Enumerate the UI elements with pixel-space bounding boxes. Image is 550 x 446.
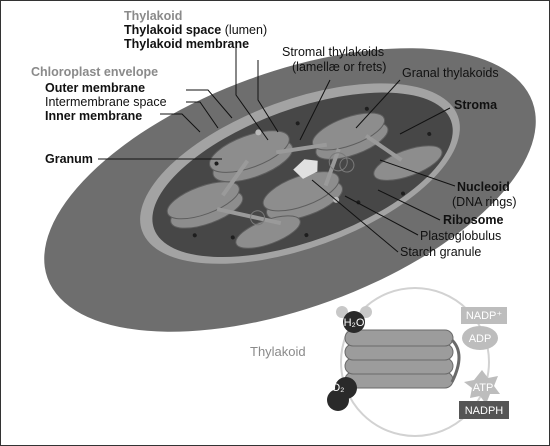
thylakoid-inset: Thylakoid H₂O O₂ NADP⁺ ADP [250,287,509,437]
thylakoid-membrane-label: Thylakoid membrane [124,37,249,51]
o2-label: O₂ [332,382,345,394]
ribosome-dot [427,131,432,136]
nadp-label: NADP⁺ [466,310,503,322]
inset-cycle-ring [340,287,490,437]
granal-thylakoids-label: Granal thylakoids [402,66,499,80]
granum-2 [166,181,240,220]
leader-stroma [399,107,451,135]
leader-outer-membrane [186,89,233,119]
intermembrane-space-label: Intermembrane space [45,95,167,109]
lamella-1 [221,159,250,197]
leader-nucleoid [379,159,456,187]
leader-ribosome [377,189,441,221]
h2o-molecule: H₂O [336,306,372,333]
h2o-hydrogen [360,306,372,318]
o2-molecule: O₂ [327,377,357,411]
granum-8 [311,112,386,151]
lamella-2 [276,142,328,155]
plastoglobulus-label: Plastoglobulus [420,229,501,243]
leader-inner-membrane [160,113,201,133]
inner-membrane-label: Inner membrane [45,109,142,123]
dna-ring-3 [250,210,266,226]
granum-9 [373,145,443,181]
leader-starch-granule [311,179,399,253]
dna-rings-label: (DNA rings) [452,195,517,209]
atp-star [464,370,500,404]
ribosome-dot [214,161,219,166]
envelope-header-label: Chloroplast envelope [31,65,158,79]
granum-6 [262,171,340,212]
nucleoid-rings [250,152,355,226]
leader-stromal-thylakoids [299,79,331,141]
stroma-label: Stroma [454,98,498,112]
dna-ring-2 [339,157,355,173]
stromal-thylakoids-label: Stromal thylakoids [282,45,384,59]
h2o-label: H₂O [344,317,365,329]
grana-stacks [166,112,443,249]
nadp-tag [461,307,507,324]
lamellae-label: (lamellæ or frets) [292,60,386,74]
ribosome-dot [192,233,197,238]
ribosome-dot [295,121,300,126]
dna-ring-1 [328,152,348,172]
atp-label: ATP [473,382,494,394]
nadph-label: NADPH [465,405,504,417]
nadph-tag [459,401,509,419]
nucleoid-label: Nucleoid [457,180,510,194]
leader-thylakoid-membrane [257,60,279,133]
adp-blob [462,326,498,350]
inset-title: Thylakoid [250,344,306,359]
ribosome-dot [401,191,406,196]
leader-lines [98,48,456,253]
adp-label: ADP [469,333,492,345]
thylakoid-stack [344,329,461,389]
plastoglobulus-dot [255,129,262,136]
ribosomes [192,106,432,240]
h2o-oxygen [343,311,365,333]
chloroplast [44,48,536,332]
thylakoid-header-label: Thylakoid [124,9,182,23]
thylakoid-space-label: Thylakoid space (lumen) [124,23,267,37]
leader-intermembrane [186,101,219,129]
starch-granule-label: Starch granule [400,245,481,259]
leader-plastoglobulus [344,195,419,236]
thylakoid-disc-4 [344,329,454,347]
outer-membrane-label: Outer membrane [45,81,145,95]
lamella-3 [323,148,341,187]
labels: Thylakoid Thylakoid space (lumen) Thylak… [31,9,517,259]
o2-atom [327,389,349,411]
leader-thylakoid-space [235,48,269,141]
ribosome-dot [230,235,235,240]
lamella-5 [216,207,282,226]
granum-4 [209,130,290,173]
stromal-lamellae [216,134,403,226]
granum-label: Granum [45,152,93,166]
lamella-4 [364,134,403,162]
starch-granule-shape [293,159,318,179]
ribosome-dot [364,106,369,111]
leader-granal-thylakoids [355,79,401,129]
ribosome-dot [304,233,309,238]
ribosome-label: Ribosome [443,213,503,227]
thylakoid-connector [450,338,461,383]
h2o-hydrogen [336,306,348,318]
